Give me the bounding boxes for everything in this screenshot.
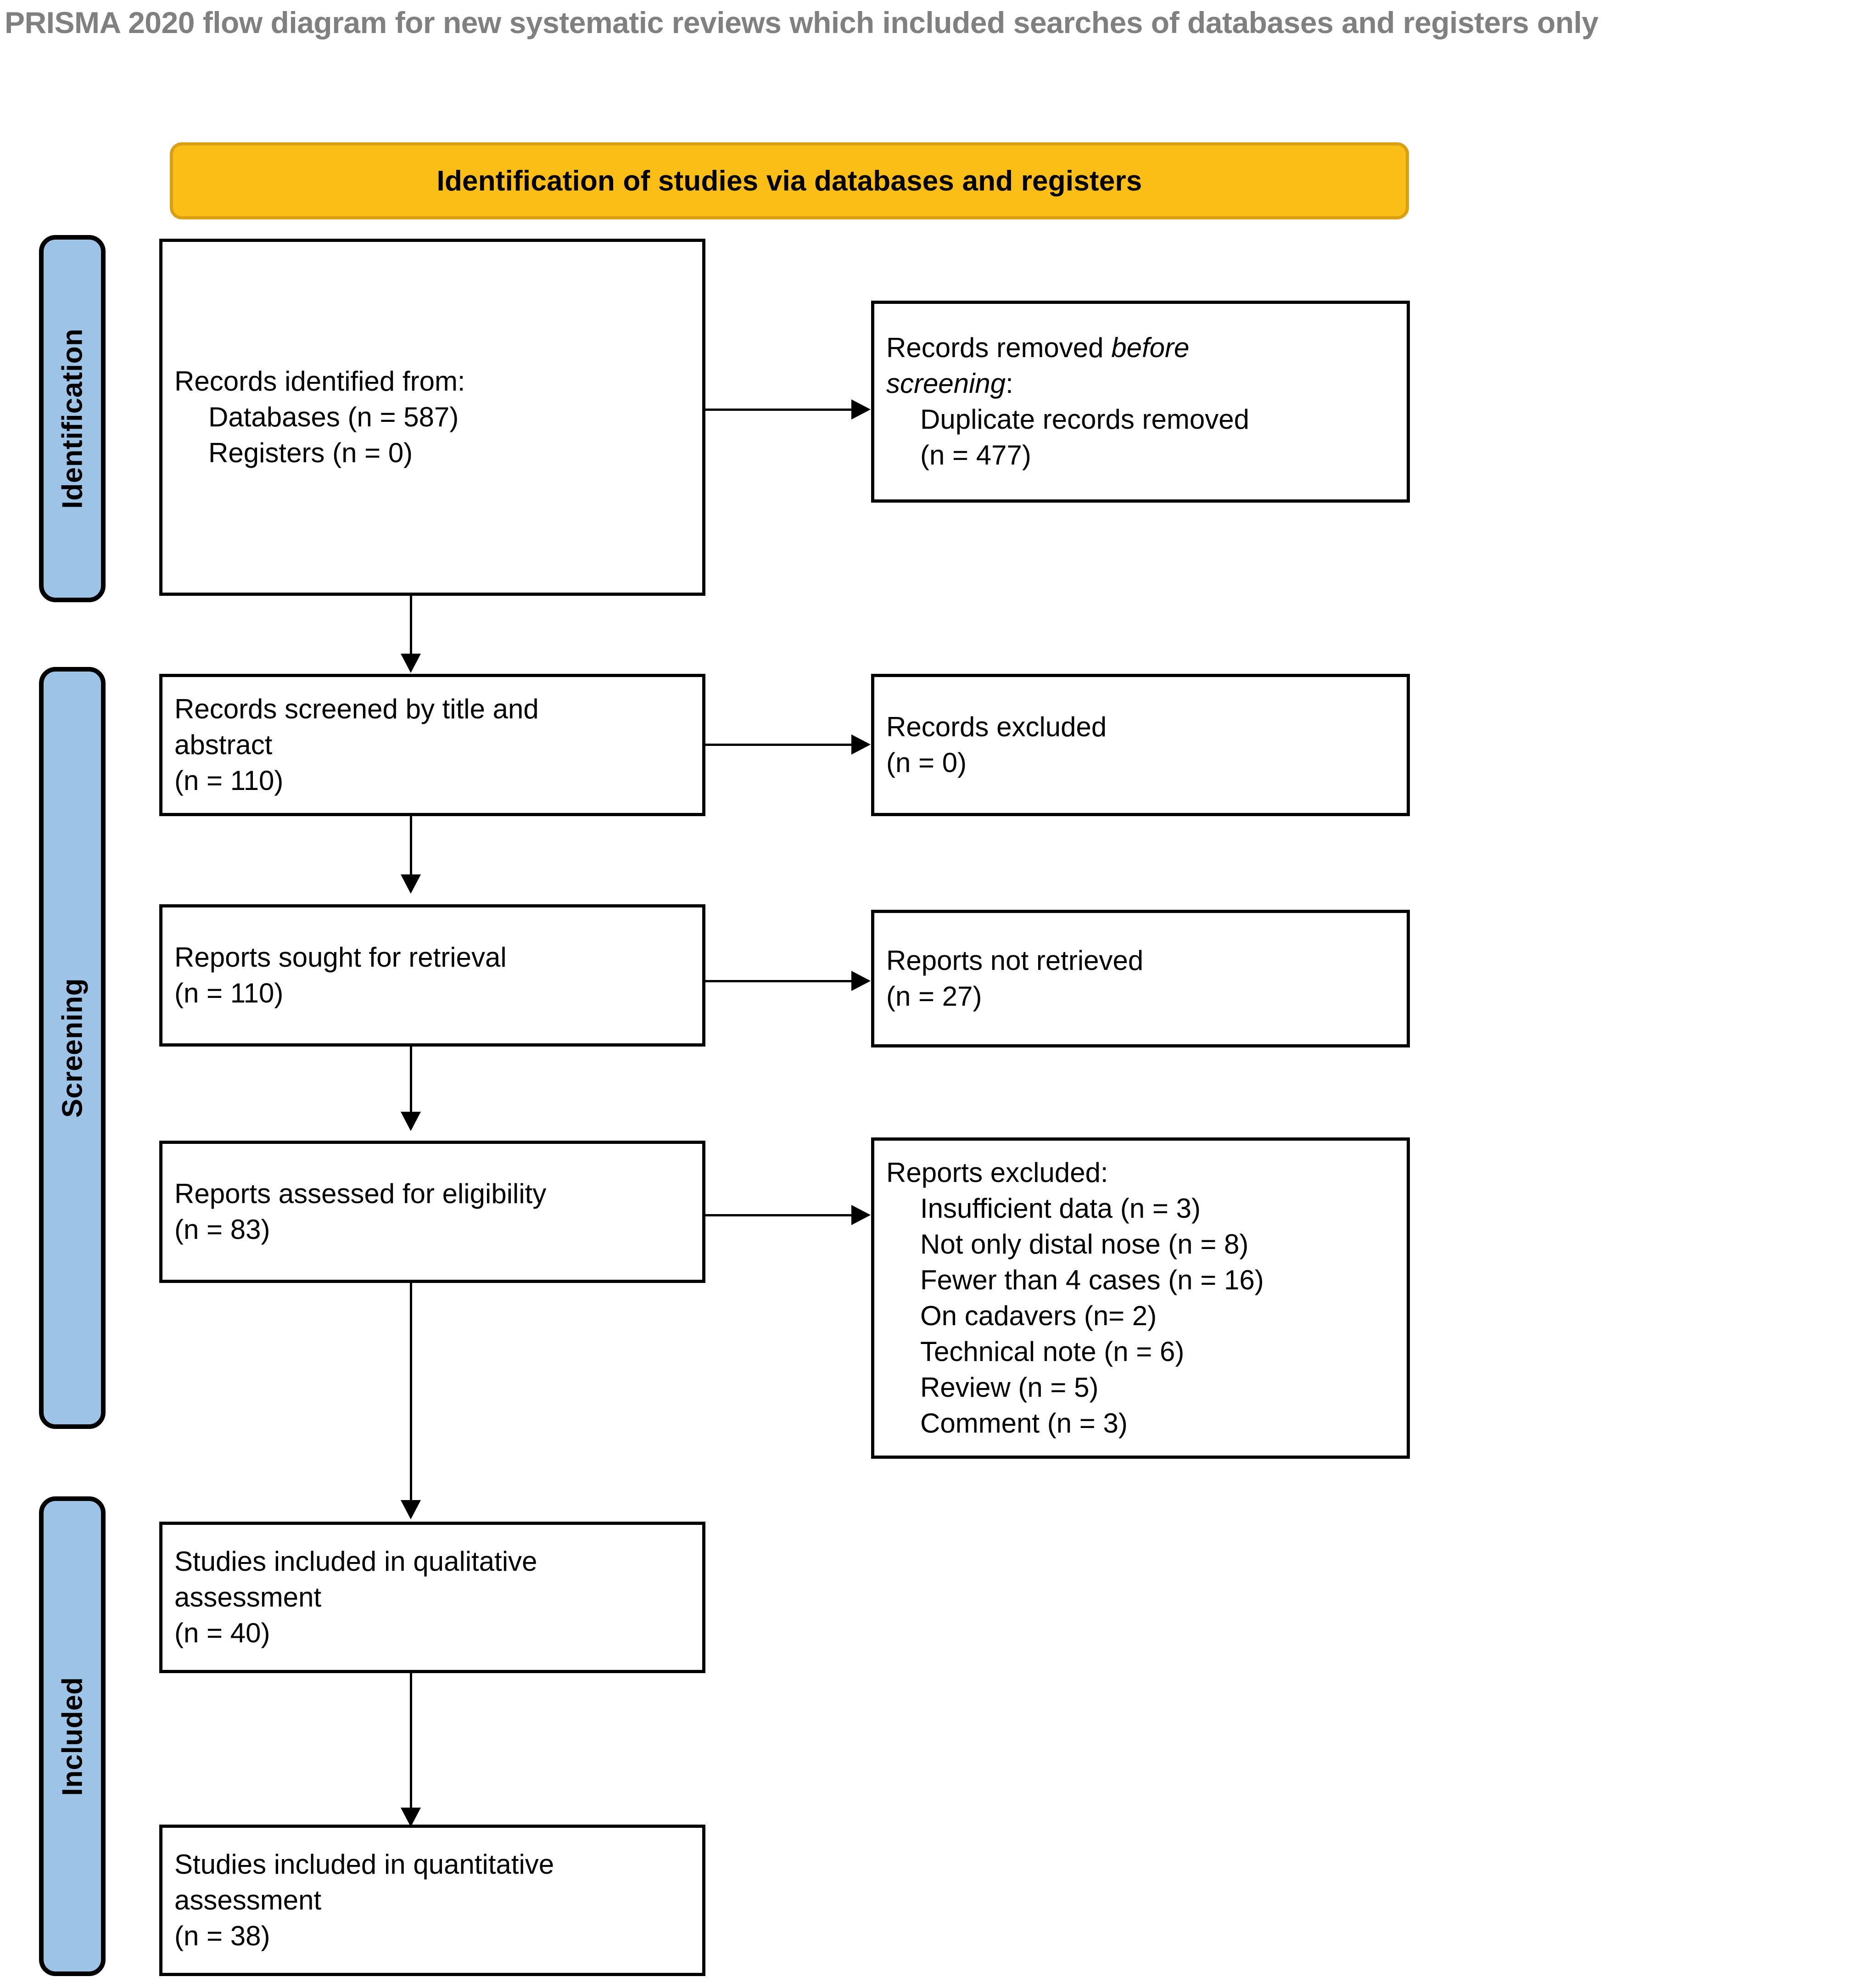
records-identified-line-1: Records identified from:: [174, 366, 465, 397]
records-excluded-line-1: Records excluded: [886, 711, 1107, 742]
arrow-assessed-to-excluded: [851, 1205, 871, 1225]
connector-screened-to-excluded: [705, 744, 852, 746]
connector-qualitative-to-quantitative: [410, 1673, 412, 1811]
reports-not-retrieved-line-2: (n = 27): [886, 981, 982, 1012]
reports-excluded-reason-6: Review (n = 5): [920, 1372, 1099, 1403]
reports-excluded-reason-1: Insufficient data (n = 3): [920, 1193, 1201, 1224]
box-records-identified: Records identified from: Databases (n = …: [159, 239, 705, 596]
arrow-screened-to-sought: [401, 874, 421, 894]
identification-banner-label: Identification of studies via databases …: [436, 165, 1142, 197]
reports-sought-line-1: Reports sought for retrieval: [174, 942, 507, 973]
box-records-screened: Records screened by title and abstract (…: [159, 674, 705, 816]
studies-qualitative-line-3: (n = 40): [174, 1618, 270, 1648]
connector-assessed-to-qualitative: [410, 1283, 412, 1503]
records-removed-italic-before: before: [1111, 332, 1190, 363]
reports-excluded-line-1: Reports excluded:: [886, 1157, 1108, 1188]
phase-bar-included: Included: [39, 1496, 106, 1976]
arrow-screened-to-excluded: [851, 734, 871, 755]
phase-bar-screening: Screening: [39, 667, 106, 1429]
box-records-excluded: Records excluded (n = 0): [871, 674, 1410, 816]
box-reports-excluded: Reports excluded: Insufficient data (n =…: [871, 1137, 1410, 1459]
reports-excluded-reason-5: Technical note (n = 6): [920, 1336, 1185, 1367]
records-excluded-line-2: (n = 0): [886, 747, 967, 778]
reports-assessed-line-1: Reports assessed for eligibility: [174, 1178, 547, 1209]
records-removed-colon: :: [1006, 368, 1013, 399]
box-reports-not-retrieved: Reports not retrieved (n = 27): [871, 910, 1410, 1047]
records-removed-line-1: Records removed before: [886, 330, 1395, 366]
arrow-assessed-to-qualitative: [401, 1500, 421, 1519]
studies-qualitative-line-1: Studies included in qualitative: [174, 1546, 537, 1577]
box-studies-qualitative: Studies included in qualitative assessme…: [159, 1522, 705, 1673]
reports-excluded-reason-7: Comment (n = 3): [920, 1408, 1128, 1439]
reports-sought-line-2: (n = 110): [174, 978, 284, 1008]
connector-assessed-to-excluded: [705, 1214, 852, 1216]
records-removed-line-4: (n = 477): [920, 440, 1031, 470]
studies-qualitative-line-2: assessment: [174, 1582, 322, 1613]
records-screened-line-3: (n = 110): [174, 765, 284, 796]
arrow-sought-to-not-retrieved: [851, 971, 871, 991]
box-records-removed: Records removed before screening: Duplic…: [871, 301, 1410, 503]
connector-sought-to-assessed: [410, 1047, 412, 1115]
arrow-qualitative-to-quantitative: [401, 1808, 421, 1827]
reports-not-retrieved-line-1: Reports not retrieved: [886, 945, 1144, 976]
page-title: PRISMA 2020 flow diagram for new systema…: [5, 6, 1599, 39]
studies-quantitative-line-2: assessment: [174, 1885, 322, 1915]
records-identified-line-2: Databases (n = 587): [208, 402, 459, 432]
studies-quantitative-line-1: Studies included in quantitative: [174, 1849, 554, 1880]
records-screened-line-1: Records screened by title and: [174, 694, 539, 724]
records-screened-line-2: abstract: [174, 729, 273, 760]
connector-identified-to-removed: [705, 409, 852, 411]
phase-label-screening: Screening: [56, 978, 88, 1118]
box-studies-quantitative: Studies included in quantitative assessm…: [159, 1825, 705, 1976]
arrow-identified-to-removed: [851, 399, 871, 420]
records-identified-line-3: Registers (n = 0): [208, 437, 413, 468]
reports-assessed-line-2: (n = 83): [174, 1214, 270, 1245]
reports-excluded-reason-3: Fewer than 4 cases (n = 16): [920, 1265, 1264, 1295]
records-removed-text-head: Records removed: [886, 332, 1112, 363]
identification-banner: Identification of studies via databases …: [170, 142, 1409, 219]
connector-sought-to-not-retrieved: [705, 980, 852, 982]
phase-label-included: Included: [56, 1677, 88, 1796]
phase-label-identification: Identification: [56, 328, 88, 509]
connector-screened-to-sought: [410, 816, 412, 878]
arrow-sought-to-assessed: [401, 1112, 421, 1131]
studies-quantitative-line-3: (n = 38): [174, 1921, 270, 1951]
records-removed-line-2: screening:: [886, 366, 1395, 402]
reports-excluded-reason-4: On cadavers (n= 2): [920, 1300, 1157, 1331]
records-removed-italic-screening: screening: [886, 368, 1006, 399]
box-reports-assessed: Reports assessed for eligibility (n = 83…: [159, 1141, 705, 1283]
phase-bar-identification: Identification: [39, 235, 106, 602]
box-reports-sought: Reports sought for retrieval (n = 110): [159, 904, 705, 1047]
arrow-identified-to-screened: [401, 654, 421, 673]
connector-identified-to-screened: [410, 596, 412, 657]
records-removed-line-3: Duplicate records removed: [920, 404, 1249, 435]
reports-excluded-reason-2: Not only distal nose (n = 8): [920, 1229, 1249, 1260]
